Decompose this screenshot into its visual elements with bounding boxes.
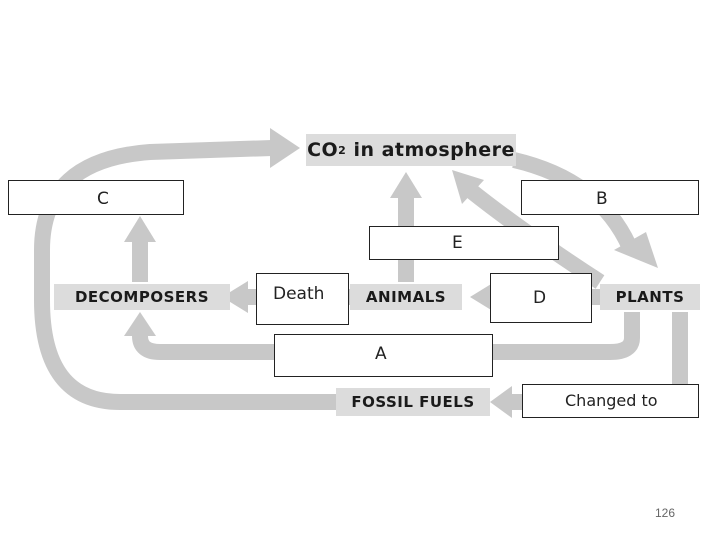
arrowhead-decomposers-up [124, 216, 156, 242]
plants-node: PLANTS [600, 284, 700, 310]
box-a-label: A [375, 344, 387, 364]
arrowhead-animals-right [470, 281, 496, 313]
arrowhead-animals-up [390, 172, 422, 198]
co2-rest: in atmosphere [346, 139, 515, 161]
arrowhead-plants-down [614, 232, 658, 268]
box-c-label: C [97, 189, 109, 209]
co2-main: CO [307, 139, 339, 161]
arrowhead-fossil-right [490, 386, 512, 418]
arrowhead-decomposers-bottom [124, 312, 156, 336]
arrowhead-co2-from-plants [452, 170, 484, 204]
box-d[interactable]: D [490, 273, 592, 323]
box-a[interactable]: A [274, 334, 493, 377]
fossil-fuels-node: FOSSIL FUELS [336, 388, 490, 416]
box-b-label: B [596, 189, 608, 209]
box-b[interactable]: B [521, 180, 699, 215]
box-changed-to-label: Changed to [565, 391, 658, 410]
arrow-plants-to-decomposers [132, 312, 640, 360]
decomposers-node: DECOMPOSERS [54, 284, 230, 310]
box-e[interactable]: E [369, 226, 559, 260]
arrow-fossil-to-co2 [34, 140, 336, 410]
box-c[interactable]: C [8, 180, 184, 215]
arrowhead-co2-left [270, 128, 300, 168]
box-death[interactable]: Death [256, 273, 349, 325]
box-changed-to[interactable]: Changed to [522, 384, 699, 418]
box-e-label: E [452, 233, 463, 253]
box-death-label: Death [273, 284, 325, 304]
box-d-label: D [533, 288, 547, 308]
page-number: 126 [654, 506, 676, 520]
arrowhead-decomposers-right [222, 281, 248, 313]
animals-node: ANIMALS [350, 284, 462, 310]
co2-subscript: 2 [338, 143, 347, 157]
